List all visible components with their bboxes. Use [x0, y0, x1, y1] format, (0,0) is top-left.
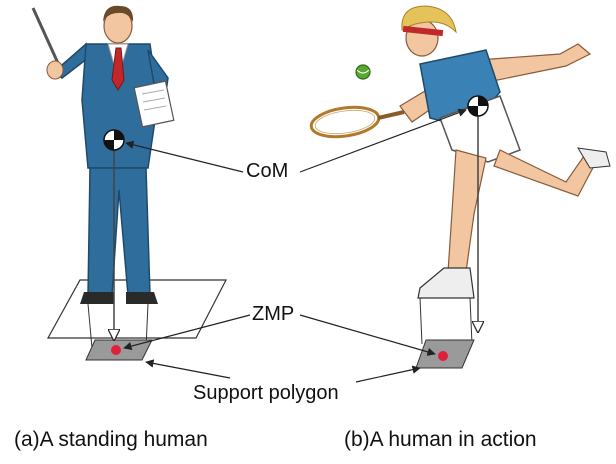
com-leader-right [300, 110, 466, 172]
center-of-mass-icon-action [468, 96, 488, 116]
shoes [80, 292, 114, 304]
com-label: CoM [246, 160, 288, 183]
trousers [88, 168, 150, 295]
leader-lines [124, 110, 466, 382]
caption-standing: (a)A standing human [14, 428, 208, 452]
support-polygon-label: Support polygon [193, 382, 339, 405]
caption-action: (b)A human in action [344, 428, 537, 452]
tennis-ball [356, 65, 370, 79]
zmp-leader-left [124, 315, 250, 348]
center-of-mass-icon [104, 130, 124, 150]
sneaker [418, 268, 474, 298]
zmp-label: ZMP [252, 303, 294, 326]
racket [309, 103, 404, 140]
zmp-point-icon [111, 345, 121, 355]
zmp-leader-right [300, 315, 435, 354]
action-human-figure [309, 6, 610, 368]
standing-human-figure [33, 6, 226, 360]
polygon-leader-left [146, 362, 230, 378]
polygon-leader-right [356, 368, 420, 382]
zmp-point-icon-action [438, 351, 448, 361]
